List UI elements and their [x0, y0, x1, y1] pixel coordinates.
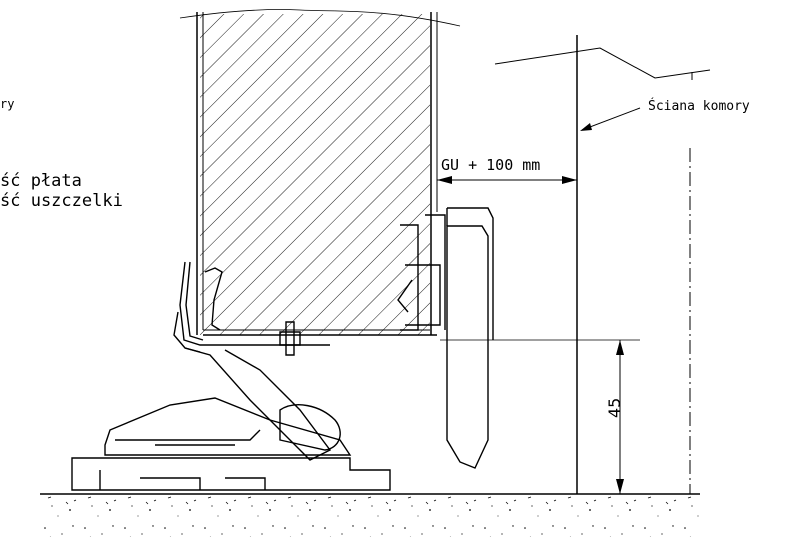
wall-leader [580, 107, 641, 131]
side-seal [446, 207, 494, 469]
height-dimension [440, 339, 640, 494]
chamber-wall-left-label: ry [0, 97, 14, 111]
height-dimension-label: 45 [605, 398, 624, 418]
bottom-fixture [71, 397, 391, 491]
gap-dimension-label: GU + 100 mm [441, 156, 540, 174]
seal-profile [173, 214, 446, 461]
floor [40, 493, 700, 537]
gap-dimension [436, 150, 578, 190]
panel-thickness-label: ść płata [0, 171, 82, 191]
chamber-wall-label: Ściana komory [648, 98, 750, 114]
seal-thickness-label: ść uszczelki [0, 191, 123, 211]
door-panel [179, 9, 461, 336]
chamber-wall [494, 35, 711, 494]
concrete-fill [40, 495, 700, 537]
